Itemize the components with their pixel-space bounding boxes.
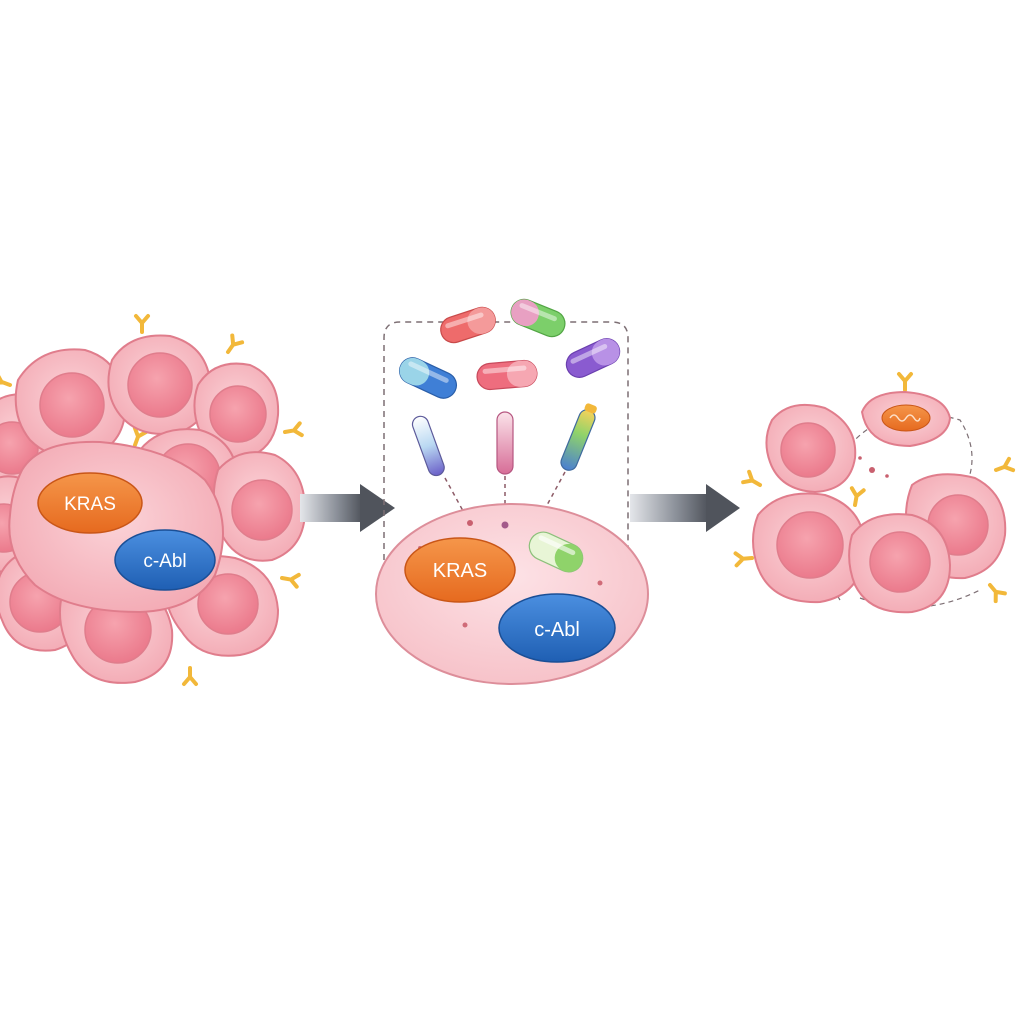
cell-debris [858,456,889,478]
capsule-icon [565,338,621,378]
cabl-label: c-Abl [143,551,186,572]
cabl-protein: c-Abl [498,593,616,663]
kras-protein: KRAS [37,472,143,534]
cell [752,492,867,604]
capsule-icon [510,298,566,338]
injector-icon [496,411,514,475]
injector-icon [560,403,597,471]
kras-label: KRAS [64,494,116,515]
capsule-icon [440,306,496,344]
cabl-label: c-Abl [534,619,580,641]
kras-label: KRAS [433,560,487,582]
cabl-protein: c-Abl [114,529,216,591]
apoptotic-cell [860,390,952,448]
reduced-cell-cluster [733,372,1016,614]
capsule-icon [398,357,458,399]
cell [212,451,307,562]
target-cell [375,503,649,685]
cell [14,348,127,459]
kras-protein: KRAS [404,537,516,603]
capsule-icon [476,359,538,391]
arrow-right-icon [300,484,395,532]
injector-icon [411,415,445,477]
dashed-frame [383,321,629,560]
cell [848,513,952,614]
tumor-cell-cluster: KRAS c-Abl [0,314,307,686]
cell [193,362,280,460]
arrow-right-icon [630,484,740,532]
cell [107,334,212,435]
bound-capsule-icon [528,531,584,573]
cell [765,404,857,494]
drug-treatment-panel: KRAS c-Abl [375,298,649,685]
